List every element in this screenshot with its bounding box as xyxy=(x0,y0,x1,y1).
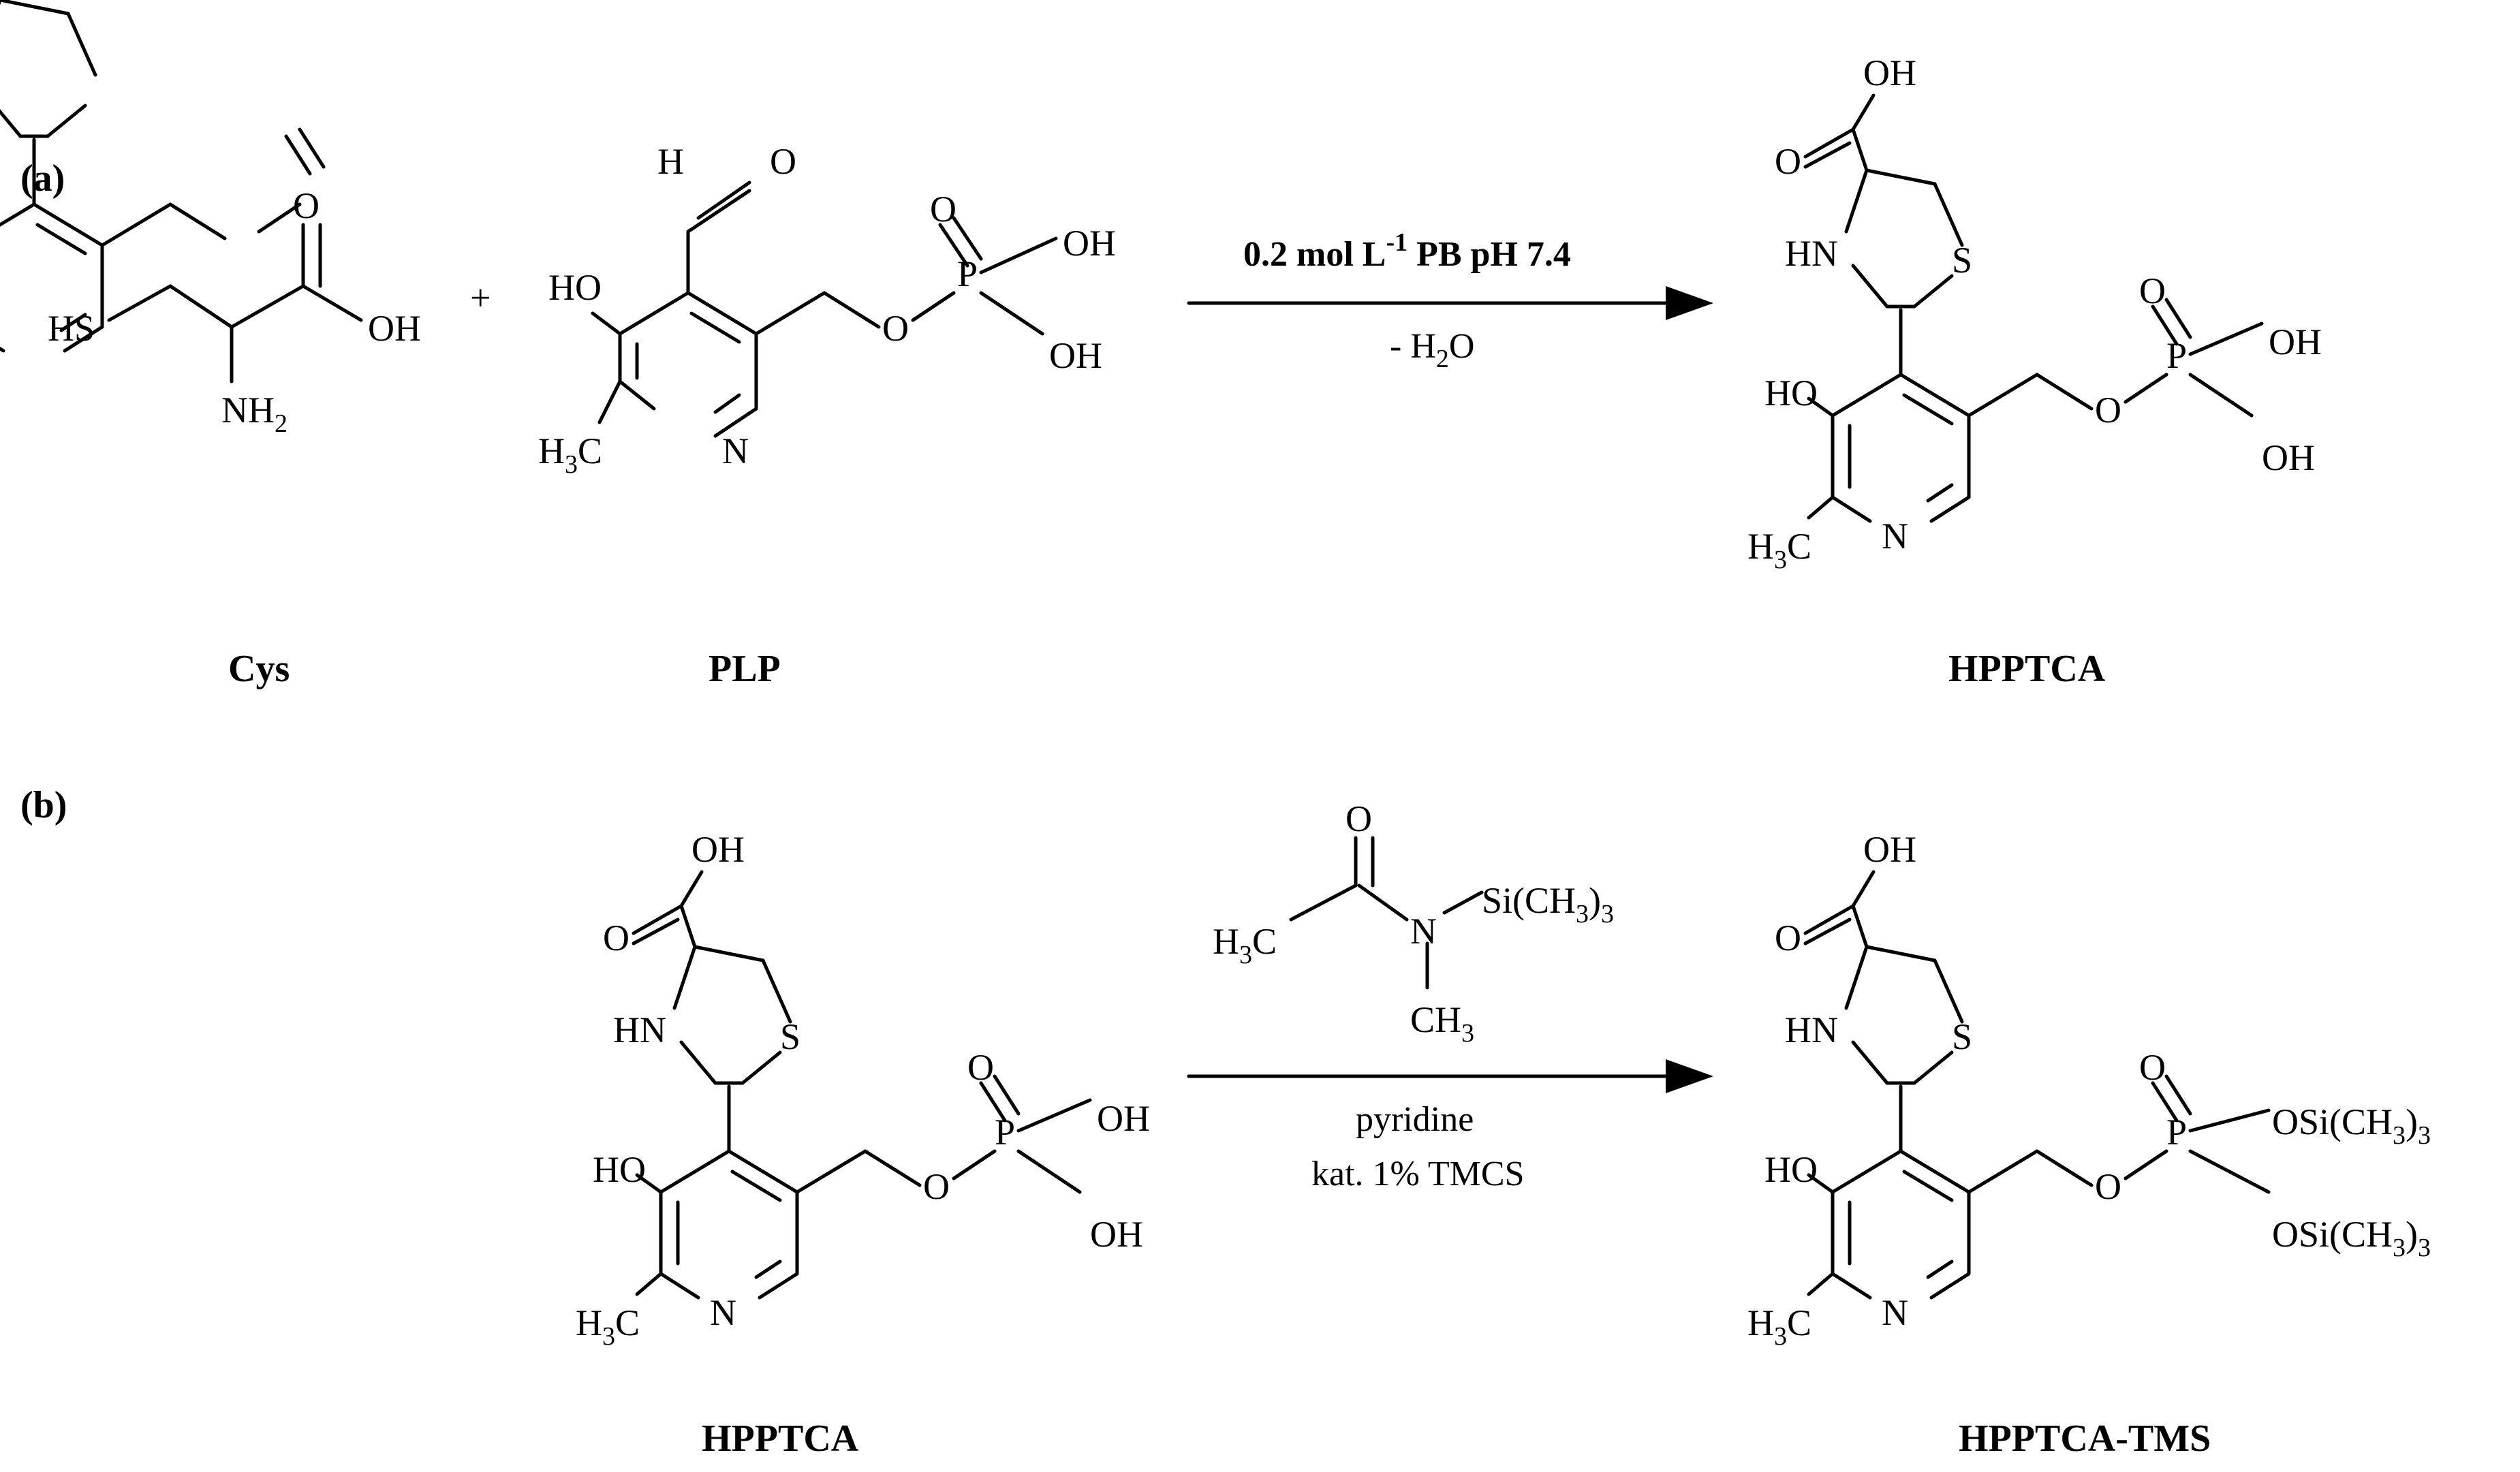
hpptca-a-structure: OH O HN S HO H3C N O P O OH OH xyxy=(1747,52,2322,574)
atom-o-p: O xyxy=(2139,270,2166,311)
silylating-reagent-structure: O H3C N Si(CH3)3 CH3 xyxy=(1213,798,1614,1048)
reagent-si: Si(CH3)3 xyxy=(1482,880,1614,928)
reagent-n: N xyxy=(1410,911,1437,952)
atom-h-aldehyde: H xyxy=(657,141,684,182)
condition-a-bottom: - H2O xyxy=(1390,327,1474,373)
atom-oh-cooh: OH xyxy=(1863,52,1916,93)
hpptca-tms-structure: OH O HN S HO H3C N O P O OSi(CH3)3 OSi(C… xyxy=(1747,829,2431,1351)
atom-p: P xyxy=(957,253,978,294)
atom-o-p: O xyxy=(930,189,956,230)
atom-o-cooh: O xyxy=(603,918,629,958)
atom-p: P xyxy=(2166,335,2187,376)
atom-h3c: H3C xyxy=(1747,526,1811,574)
atom-oh-cooh: OH xyxy=(1863,829,1916,870)
reagent-o: O xyxy=(1345,798,1372,839)
condition-b-line1: pyridine xyxy=(1356,1100,1474,1139)
atom-n-ring: N xyxy=(710,1292,736,1333)
hpptca-tms-label: HPPTCA-TMS xyxy=(1959,1418,2211,1460)
atom-o-aldehyde: O xyxy=(770,141,796,182)
atom-h3c: H3C xyxy=(1747,1302,1811,1351)
reagent-ch3: CH3 xyxy=(1410,999,1474,1048)
atom-s: S xyxy=(1952,240,1972,281)
atom-oh-p2: OH xyxy=(2262,437,2315,478)
panel-label-a: (a) xyxy=(20,157,65,200)
atom-hn: HN xyxy=(1785,1009,1838,1050)
cys-structure: HS O OH NH2 xyxy=(48,185,421,438)
atom-nh2: NH2 xyxy=(221,390,287,438)
panel-label-b: (b) xyxy=(20,784,67,826)
atom-o-ester: O xyxy=(882,308,909,349)
cys-label: Cys xyxy=(228,648,290,690)
atom-ho: HO xyxy=(593,1149,646,1190)
atom-ho: HO xyxy=(1764,373,1818,413)
atom-oh: OH xyxy=(368,308,421,349)
atom-p: P xyxy=(995,1112,1015,1153)
plp-label: PLP xyxy=(709,648,781,690)
atom-o-p: O xyxy=(967,1047,994,1088)
plp-structure: H O HO H3C N O P O OH OH xyxy=(538,141,1116,479)
atom-ho: HO xyxy=(1764,1149,1818,1190)
atom-osi-1: OSi(CH3)3 xyxy=(2272,1101,2431,1150)
reagent-h3c: H3C xyxy=(1213,921,1277,969)
atom-o-ester: O xyxy=(2095,390,2121,430)
atom-oh-p2: OH xyxy=(1049,335,1102,376)
atom-o-ester: O xyxy=(2095,1166,2121,1207)
atom-o-cooh: O xyxy=(1775,141,1801,182)
atom-o-cooh: O xyxy=(1775,918,1801,958)
atom-hn: HN xyxy=(613,1009,666,1050)
atom-n-ring: N xyxy=(1882,1292,1908,1333)
atom-oh-p1: OH xyxy=(2269,322,2322,362)
atom-oh-p1: OH xyxy=(1097,1098,1150,1139)
atom-ho: HO xyxy=(548,267,602,308)
hpptca-b-label: HPPTCA xyxy=(702,1418,859,1460)
atom-o-p: O xyxy=(2139,1047,2166,1088)
atom-s: S xyxy=(780,1016,800,1057)
atom-h3c: H3C xyxy=(538,430,602,479)
atom-hs: HS xyxy=(48,308,95,349)
atom-s: S xyxy=(1952,1016,1972,1057)
hpptca-a-label: HPPTCA xyxy=(1948,648,2106,690)
atom-n-ring: N xyxy=(722,430,749,471)
plus-sign: + xyxy=(470,277,491,318)
hpptca-b-structure: OH O HN S HO H3C N O P O OH OH xyxy=(576,829,1150,1351)
atom-o-ester: O xyxy=(923,1166,950,1207)
atom-osi-2: OSi(CH3)3 xyxy=(2272,1214,2431,1262)
atom-h3c: H3C xyxy=(576,1302,640,1351)
atom-oh-p2: OH xyxy=(1090,1214,1143,1255)
atom-hn: HN xyxy=(1785,233,1838,274)
atom-p: P xyxy=(2166,1112,2187,1153)
condition-a-top: 0.2 mol L-1 PB pH 7.4 xyxy=(1243,228,1571,274)
atom-oh-p1: OH xyxy=(1063,223,1116,264)
atom-oh-cooh: OH xyxy=(691,829,745,870)
atom-n-ring: N xyxy=(1882,516,1908,557)
condition-b-line2: kat. 1% TMCS xyxy=(1311,1155,1525,1193)
